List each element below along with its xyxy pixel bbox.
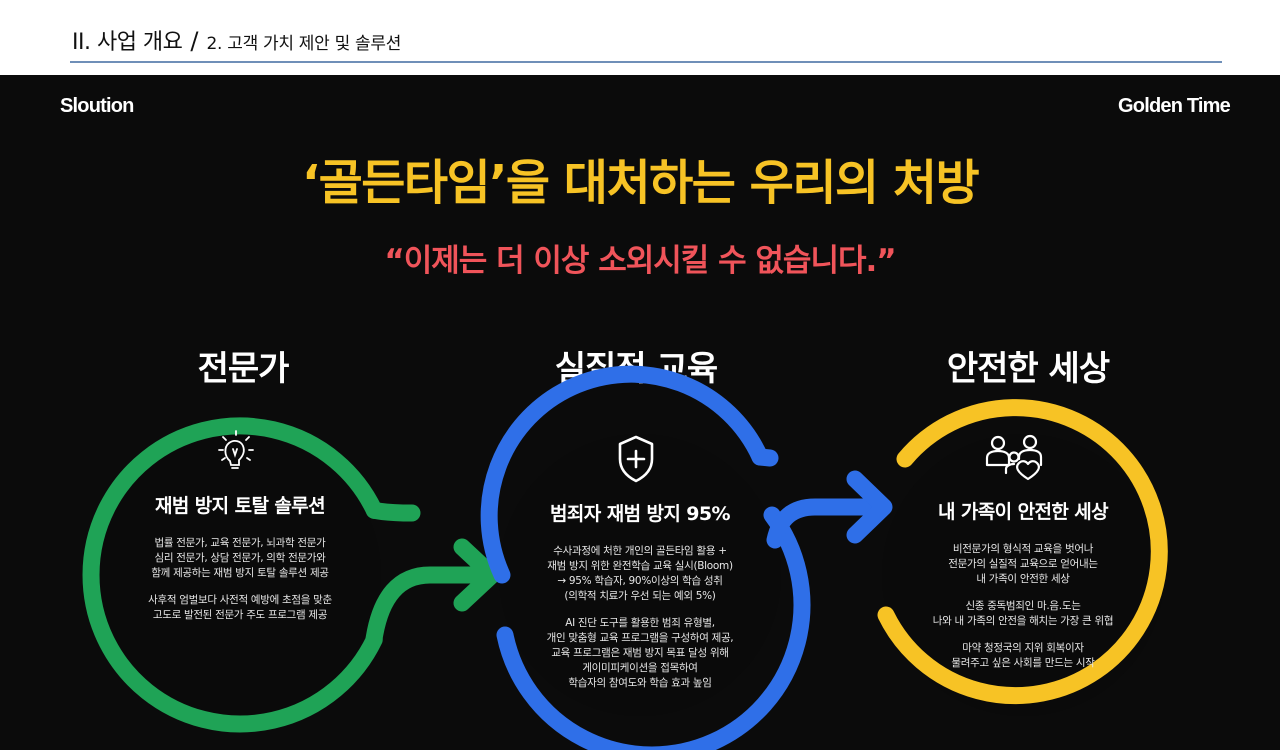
paragraph: 신종 중독범죄인 마.음.도는 나와 내 가족의 안전을 해치는 가장 큰 위협 [898, 599, 1148, 629]
corner-label-right: Golden Time [1118, 95, 1231, 117]
arrow-expert-to-education [365, 566, 489, 648]
body-line: 수사과정에 처한 개인의 골든타임 활용 + [553, 545, 727, 557]
lightbulb-icon [216, 425, 256, 473]
body-line: 비전문가의 형식적 교육을 벗어나 [952, 543, 1094, 555]
paragraph: AI 진단 도구를 활용한 범죄 유형별, 개인 맞춤형 교육 프로그램을 구성… [510, 616, 770, 691]
ring-expert-tail [365, 501, 421, 522]
paragraph: 마약 청정국의 지위 회복이자 물려주고 싶은 사회를 만드는 시작 [898, 641, 1148, 671]
paragraph: 법률 전문가, 교육 전문가, 뇌과학 전문가 심리 전문가, 상담 전문가, … [120, 536, 360, 581]
breadcrumb-subsection: 2. 고객 가치 제안 및 솔루션 [206, 34, 402, 54]
circle-content-safe-world: 내 가족이 안전한 세상 비전문가의 형식적 교육을 벗어나 전문가의 실질적 … [898, 497, 1148, 683]
circle-title-expert: 재범 방지 토탈 솔루션 [155, 495, 326, 517]
ring-safe-world [877, 399, 1168, 705]
body-line: 내 가족이 안전한 세상 [976, 573, 1070, 585]
circle-content-education: 범죄자 재범 방지 95% 수사과정에 처한 개인의 골든타임 활용 + 재범 … [510, 499, 770, 703]
body-line: 교육 프로그램은 재범 방지 목표 달성 위해 [551, 647, 729, 659]
slide-quote: “이제는 더 이상 소외시킬 수 없습니다.” [384, 243, 896, 279]
body-line: 게이미피케이션을 접목하여 [582, 662, 698, 674]
body-line: 심리 전문가, 상담 전문가, 의학 전문가와 [154, 552, 326, 564]
body-line: 나와 내 가족의 안전을 해치는 가장 큰 위협 [932, 615, 1114, 627]
arrow-education-to-safe-world [766, 498, 887, 549]
column-title-expert: 전문가 [197, 349, 290, 389]
arrow-head-green [453, 538, 501, 612]
body-line: 학습자의 참여도와 학습 효과 높임 [568, 677, 712, 689]
body-line: AI 진단 도구를 활용한 범죄 유형별, [565, 617, 715, 629]
body-line: 재범 방지 위한 완전학습 교육 실시(Bloom) [547, 560, 733, 572]
body-line: 고도로 발전된 전문가 주도 프로그램 제공 [152, 609, 328, 621]
body-line: 개인 맞춤형 교육 프로그램을 구성하여 제공, [546, 632, 734, 644]
arrow-head-blue [846, 470, 893, 544]
paragraph: 사후적 엄벌보다 사전적 예방에 초점을 맞춘 고도로 발전된 전문가 주도 프… [120, 593, 360, 623]
breadcrumb: II. 사업 개요 / 2. 고객 가치 제안 및 솔루션 [72, 24, 401, 56]
circle-title-safe-world: 내 가족이 안전한 세상 [938, 501, 1109, 523]
body-line: 사후적 엄벌보다 사전적 예방에 초점을 맞춘 [148, 594, 332, 606]
ring-education-tail [751, 448, 779, 467]
body-line: → 95% 학습자, 90%이상의 학습 성취 [557, 575, 723, 587]
body-line: 마약 청정국의 지위 회복이자 [962, 642, 1084, 654]
breadcrumb-section: II. 사업 개요 [72, 30, 183, 55]
column-title-safe-world: 안전한 세상 [946, 349, 1110, 389]
paragraph: 수사과정에 처한 개인의 골든타임 활용 + 재범 방지 위한 완전학습 교육 … [510, 544, 770, 604]
flow-diagram [82, 365, 1168, 750]
body-line: 물려주고 싶은 사회를 만드는 시작 [951, 657, 1095, 669]
slide-headline: ‘골든타임’을 대처하는 우리의 처방 [301, 155, 980, 211]
ring-fill-safe-world [882, 434, 1164, 716]
circle-body-education: 수사과정에 처한 개인의 골든타임 활용 + 재범 방지 위한 완전학습 교육 … [510, 544, 770, 691]
body-line: (의학적 치료가 우선 되는 예외 5%) [564, 590, 716, 602]
ring-fill-expert [99, 434, 381, 716]
ring-fill-education [499, 434, 781, 716]
body-line: 전문가의 실질적 교육으로 얻어내는 [948, 558, 1098, 570]
slide-canvas: Sloution Golden Time ‘골든타임’을 대처하는 우리의 처방… [0, 75, 1280, 750]
body-line: 함께 제공하는 재범 방지 토탈 솔루션 제공 [151, 567, 329, 579]
circle-body-safe-world: 비전문가의 형식적 교육을 벗어나 전문가의 실질적 교육으로 얻어내는 내 가… [898, 542, 1148, 671]
circle-body-expert: 법률 전문가, 교육 전문가, 뇌과학 전문가 심리 전문가, 상담 전문가, … [120, 536, 360, 623]
body-line: 법률 전문가, 교육 전문가, 뇌과학 전문가 [154, 537, 326, 549]
shield-plus-icon [614, 433, 658, 485]
paragraph: 비전문가의 형식적 교육을 벗어나 전문가의 실질적 교육으로 얻어내는 내 가… [898, 542, 1148, 587]
ring-education-bottom [496, 506, 811, 750]
circle-content-expert: 재범 방지 토탈 솔루션 법률 전문가, 교육 전문가, 뇌과학 전문가 심리 … [120, 491, 360, 635]
header-bar: II. 사업 개요 / 2. 고객 가치 제안 및 솔루션 [0, 0, 1280, 75]
ring-expert [82, 417, 383, 733]
header-divider [70, 61, 1222, 63]
circle-title-education: 범죄자 재범 방지 95% [550, 503, 730, 525]
breadcrumb-separator: / [190, 27, 199, 55]
ring-education-top [480, 365, 769, 584]
body-line: 신종 중독범죄인 마.음.도는 [965, 600, 1081, 612]
family-heart-icon [984, 433, 1050, 481]
corner-label-left: Sloution [60, 95, 134, 117]
